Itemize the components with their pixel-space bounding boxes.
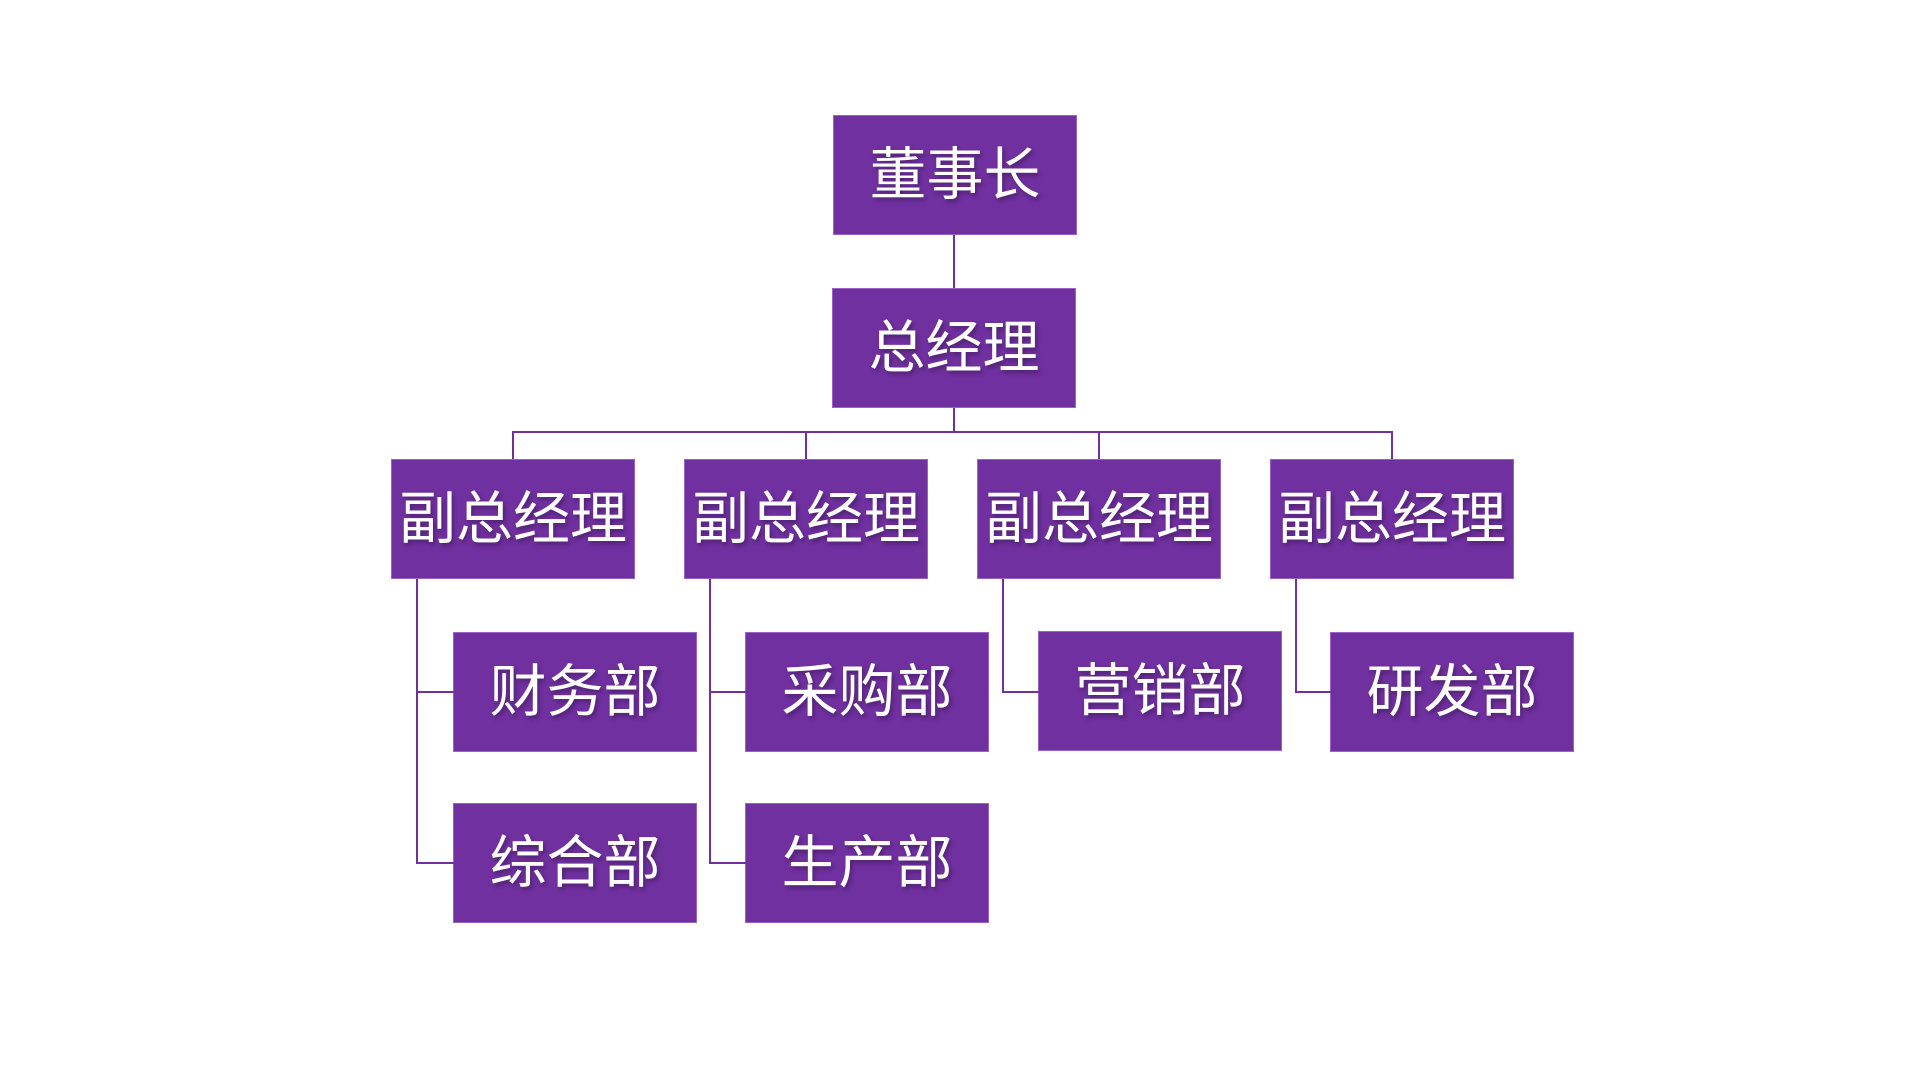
org-node-rd-dept: 研发部 <box>1330 632 1574 752</box>
connector-dgm2-hang <box>709 579 711 864</box>
connector-dgm4-hang <box>1295 579 1297 692</box>
connector-bus-drop-1 <box>512 432 514 459</box>
connector-dgm1-general <box>416 862 454 864</box>
connector-dgm2-production <box>709 862 746 864</box>
org-node-deputy-gm-3: 副总经理 <box>977 459 1221 579</box>
org-node-production-dept: 生产部 <box>745 803 989 923</box>
connector-bus-drop-4 <box>1391 432 1393 459</box>
org-node-general-dept: 综合部 <box>453 803 697 923</box>
connector-bus <box>512 431 1393 433</box>
org-node-finance-dept: 财务部 <box>453 632 697 752</box>
org-node-marketing-dept: 营销部 <box>1038 631 1282 751</box>
org-node-deputy-gm-4: 副总经理 <box>1270 459 1514 579</box>
org-node-deputy-gm-2: 副总经理 <box>684 459 928 579</box>
connector-dgm4-rd <box>1295 691 1331 693</box>
org-node-deputy-gm-1: 副总经理 <box>391 459 635 579</box>
connector-dgm3-hang <box>1002 579 1004 692</box>
connector-gm-bus <box>953 408 955 432</box>
org-node-chairman: 董事长 <box>833 115 1077 235</box>
org-node-procurement-dept: 采购部 <box>745 632 989 752</box>
connector-dgm1-finance <box>416 691 454 693</box>
connector-dgm3-marketing <box>1002 691 1039 693</box>
connector-chairman-gm <box>953 235 955 288</box>
connector-dgm2-procurement <box>709 691 746 693</box>
connector-bus-drop-2 <box>805 432 807 459</box>
connector-bus-drop-3 <box>1098 432 1100 459</box>
org-node-general-manager: 总经理 <box>832 288 1076 408</box>
connector-dgm1-hang <box>416 579 418 864</box>
